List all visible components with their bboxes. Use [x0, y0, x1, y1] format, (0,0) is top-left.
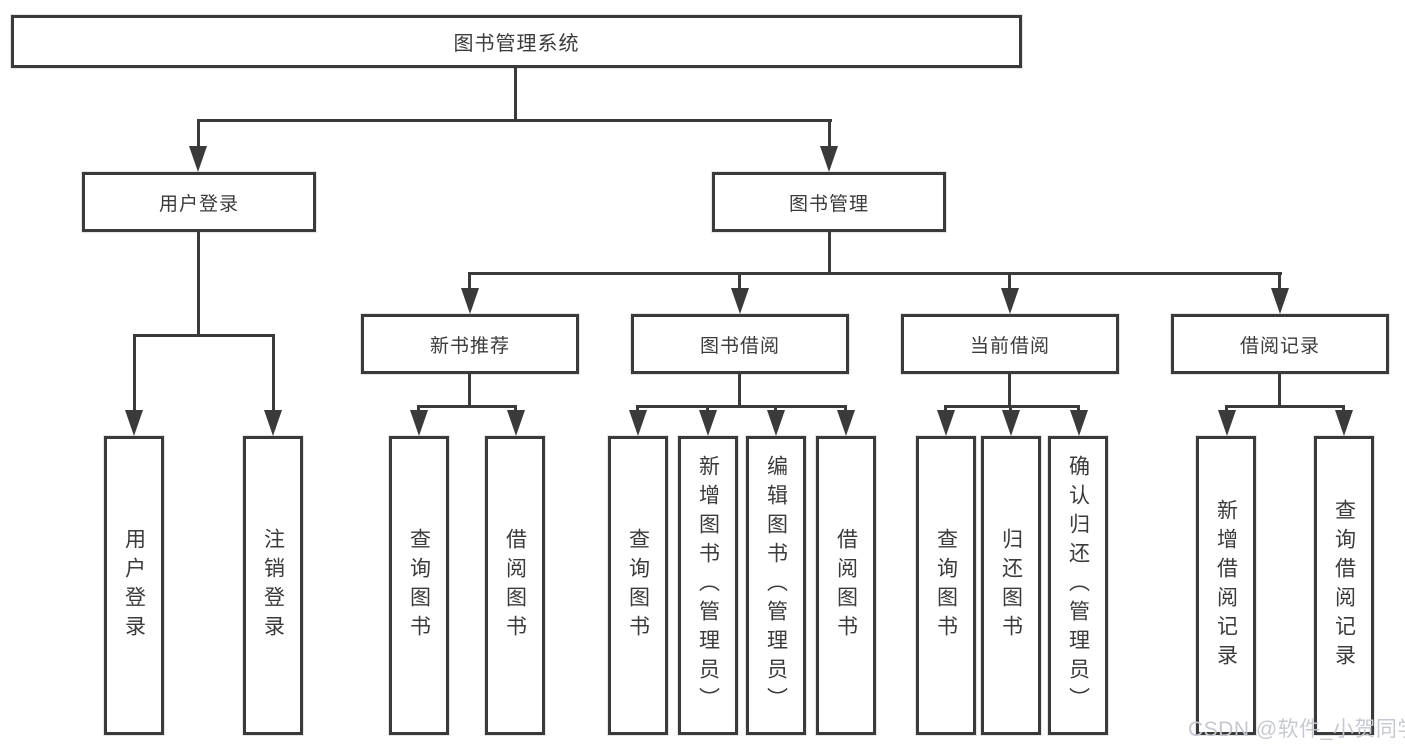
arrow-down-icon	[1070, 410, 1088, 436]
leaf-label: 新增借阅记录	[1214, 498, 1238, 673]
connector-line	[468, 272, 1282, 275]
leaf-borrow-books-recommend: 借阅图书	[485, 436, 545, 735]
leaf-label: 用户登录	[122, 527, 146, 644]
leaf-label: 查询图书	[407, 527, 431, 644]
arrow-down-icon	[125, 410, 143, 436]
leaf-label: 新增图书（管理员）	[696, 455, 720, 716]
node-user-login: 用户登录	[82, 172, 316, 232]
arrow-down-icon	[1218, 410, 1236, 436]
arrow-down-icon	[699, 410, 717, 436]
arrow-down-icon	[1002, 410, 1020, 436]
leaf-return-books: 归还图书	[981, 436, 1041, 735]
leaf-label: 查询借阅记录	[1332, 498, 1356, 673]
connector-line	[1008, 272, 1011, 292]
arrow-down-icon	[189, 146, 207, 172]
connector-line	[828, 119, 831, 152]
connector-line	[1278, 272, 1281, 292]
connector-line	[1008, 374, 1011, 408]
node-borrow-record: 借阅记录	[1171, 314, 1389, 374]
arrow-down-icon	[410, 410, 428, 436]
connector-line	[828, 232, 831, 275]
connector-line	[272, 334, 275, 416]
node-label: 图书借阅	[699, 335, 780, 357]
leaf-user-login: 用户登录	[104, 436, 164, 735]
arrow-down-icon	[731, 288, 749, 314]
node-book-borrow: 图书借阅	[631, 314, 849, 374]
leaf-borrow-books: 借阅图书	[816, 436, 876, 735]
arrow-down-icon	[767, 410, 785, 436]
connector-line	[197, 232, 200, 337]
node-new-book-recommend: 新书推荐	[361, 314, 579, 374]
node-current-borrow: 当前借阅	[901, 314, 1119, 374]
connector-line	[468, 272, 471, 292]
connector-line	[197, 119, 832, 122]
leaf-confirm-return-admin: 确认归还（管理员）	[1048, 436, 1108, 735]
node-root-library-system: 图书管理系统	[11, 15, 1022, 68]
leaf-label: 借阅图书	[503, 527, 527, 644]
leaf-label: 注销登录	[261, 527, 285, 644]
node-label: 当前借阅	[969, 335, 1050, 357]
arrow-down-icon	[937, 410, 955, 436]
connector-line	[636, 405, 847, 408]
leaf-label: 编辑图书（管理员）	[764, 455, 788, 716]
connector-line	[133, 334, 136, 416]
leaf-add-borrow-record: 新增借阅记录	[1196, 436, 1256, 735]
csdn-watermark: CSDN @软件_小贺同学	[1188, 718, 1405, 741]
connector-line	[738, 374, 741, 408]
arrow-down-icon	[820, 146, 838, 172]
connector-line	[738, 272, 741, 292]
leaf-label: 查询图书	[626, 527, 650, 644]
connector-line	[1225, 405, 1345, 408]
leaf-label: 归还图书	[999, 527, 1023, 644]
arrow-down-icon	[837, 410, 855, 436]
connector-line	[944, 405, 1080, 408]
leaf-edit-books-admin: 编辑图书（管理员）	[746, 436, 806, 735]
leaf-label: 查询图书	[934, 527, 958, 644]
arrow-down-icon	[629, 410, 647, 436]
arrow-down-icon	[507, 410, 525, 436]
arrow-down-icon	[1271, 288, 1289, 314]
node-label: 新书推荐	[429, 335, 510, 357]
node-book-management: 图书管理	[712, 172, 946, 232]
arrow-down-icon	[461, 288, 479, 314]
node-label: 借阅记录	[1239, 335, 1320, 357]
connector-line	[133, 334, 275, 337]
connector-line	[197, 119, 200, 152]
leaf-label: 确认归还（管理员）	[1066, 455, 1090, 716]
leaf-query-books-recommend: 查询图书	[389, 436, 449, 735]
node-label: 用户登录	[158, 193, 239, 215]
connector-line	[468, 374, 471, 408]
leaf-query-books-borrow: 查询图书	[608, 436, 668, 735]
arrow-down-icon	[1335, 410, 1353, 436]
connector-line	[417, 405, 517, 408]
node-label: 图书管理系统	[453, 33, 580, 55]
arrow-down-icon	[264, 410, 282, 436]
node-label: 图书管理	[788, 193, 869, 215]
arrow-down-icon	[1001, 288, 1019, 314]
leaf-logout: 注销登录	[243, 436, 303, 735]
connector-line	[1278, 374, 1281, 408]
connector-line	[514, 68, 517, 122]
leaf-label: 借阅图书	[834, 527, 858, 644]
leaf-add-books-admin: 新增图书（管理员）	[678, 436, 738, 735]
leaf-query-borrow-record: 查询借阅记录	[1314, 436, 1374, 735]
leaf-query-books-current: 查询图书	[916, 436, 976, 735]
